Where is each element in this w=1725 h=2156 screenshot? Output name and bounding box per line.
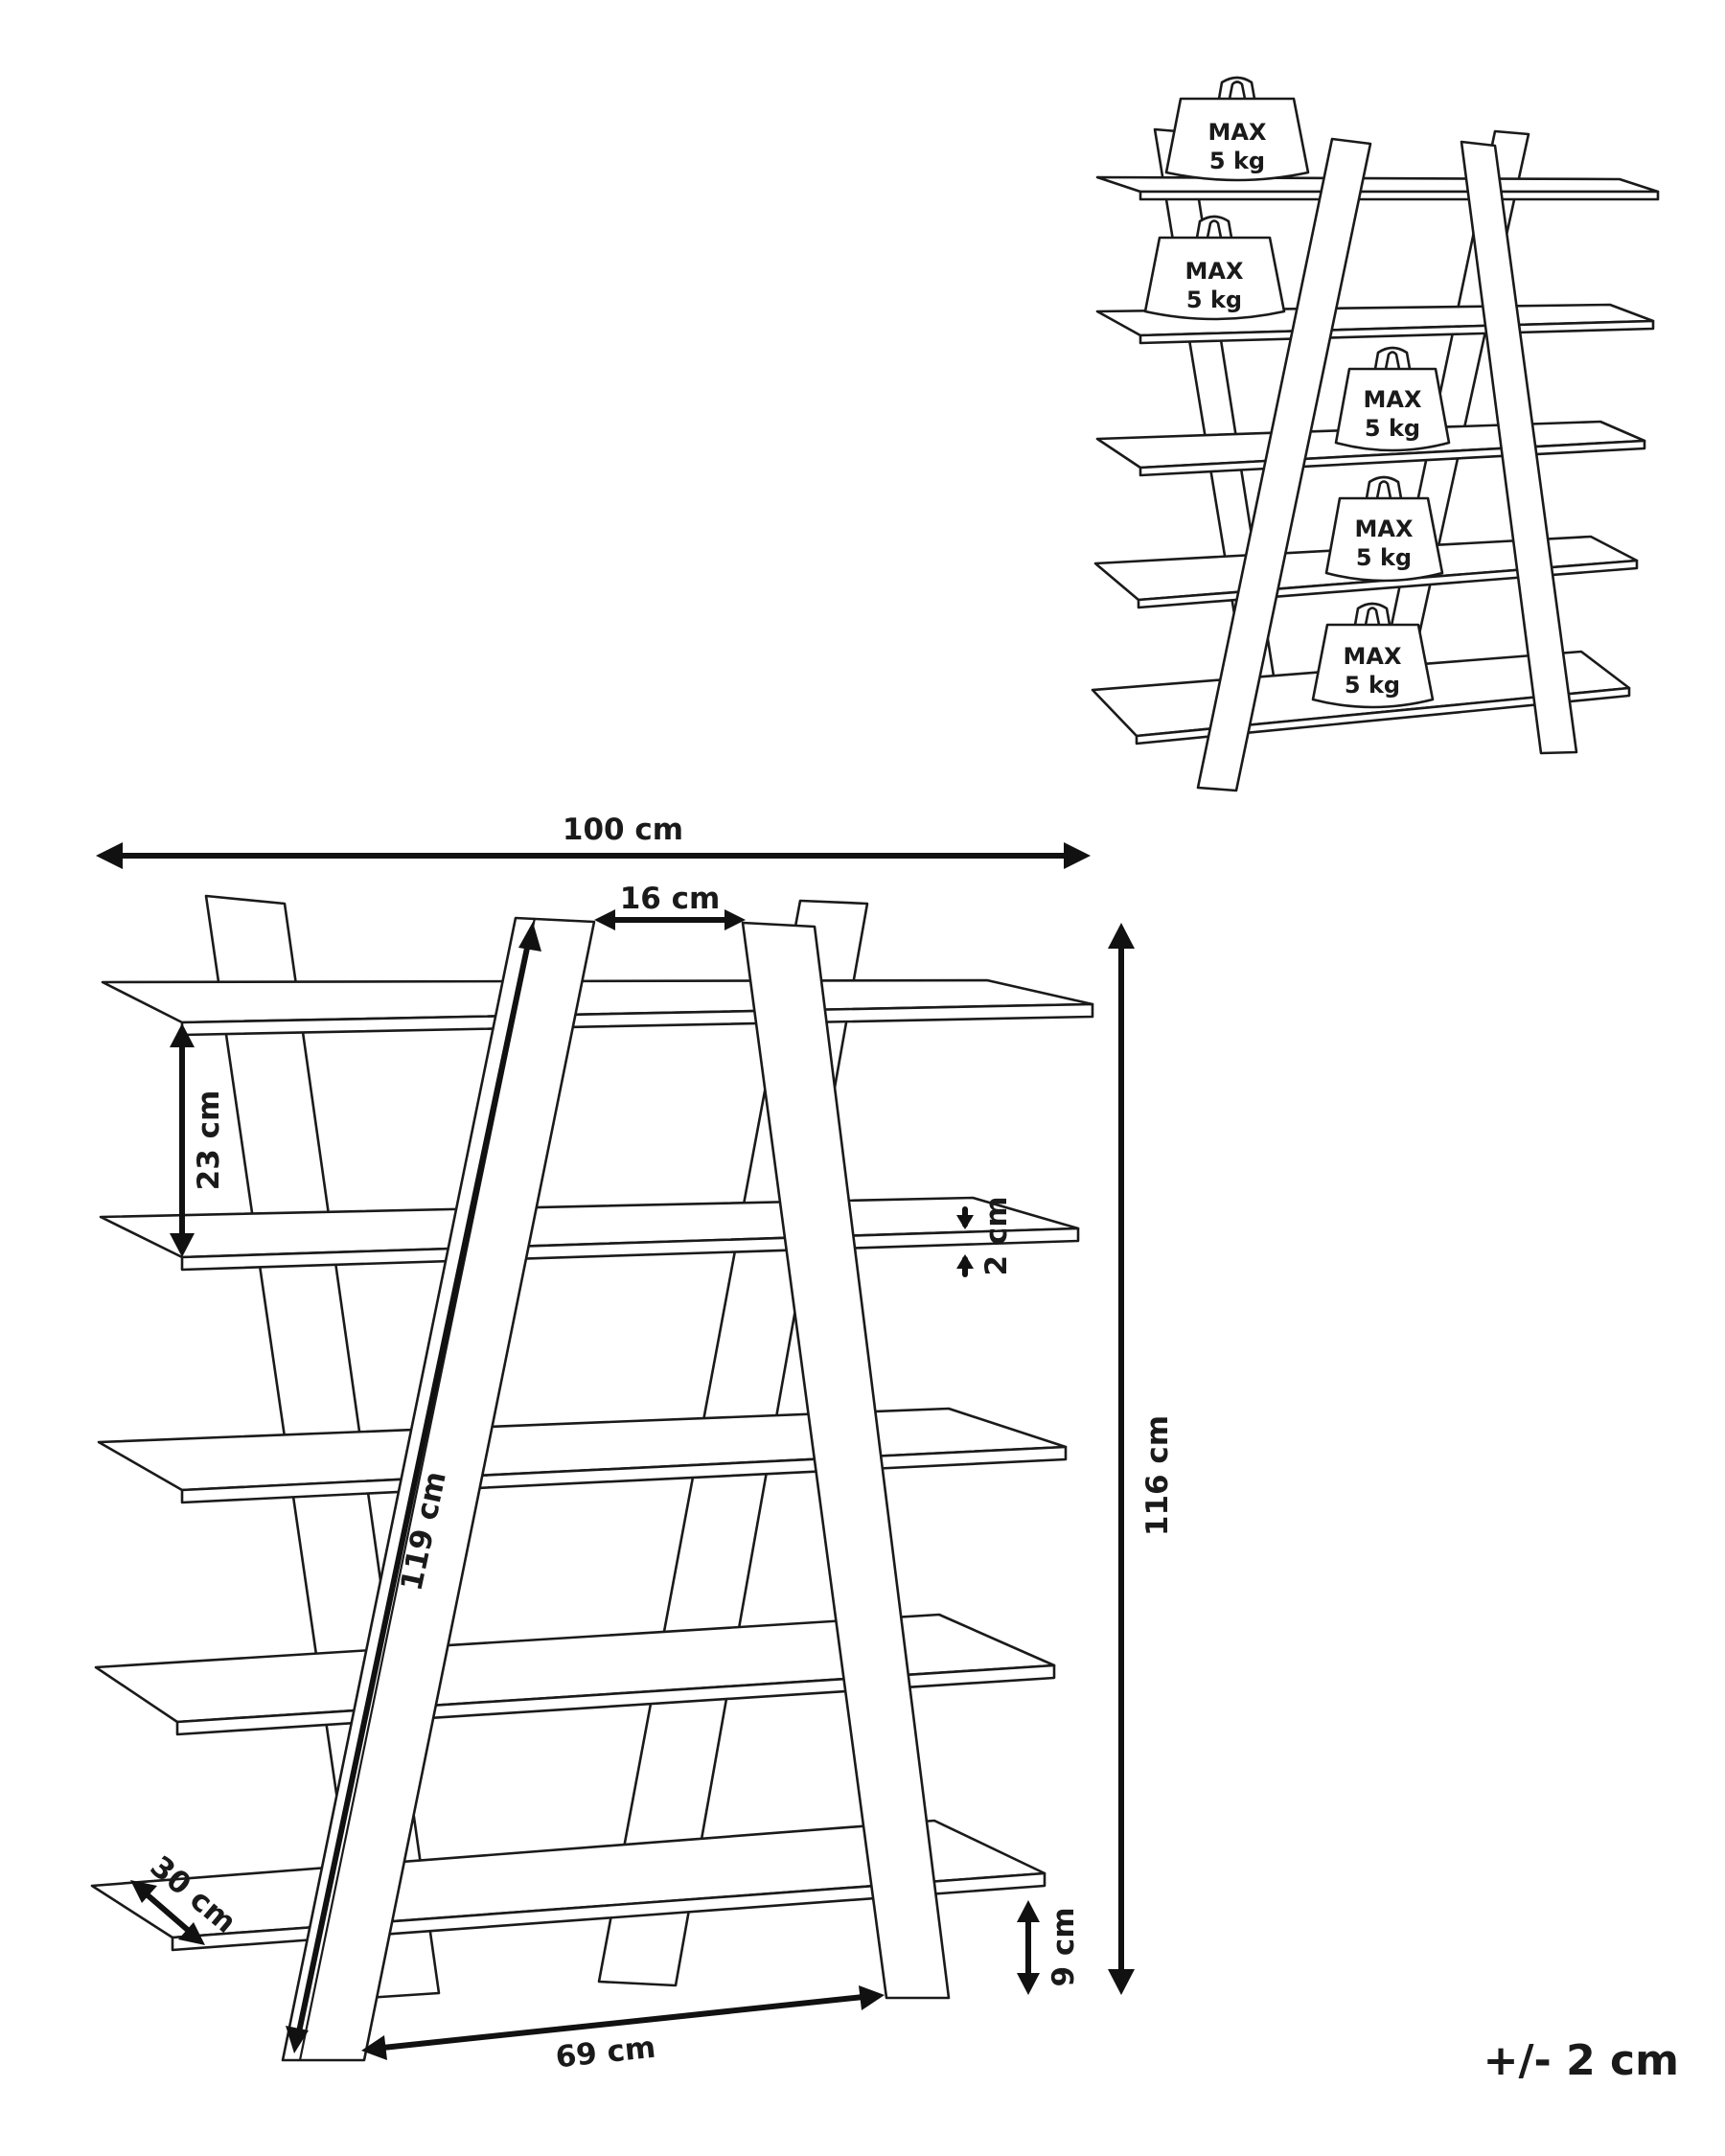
label-top-gap: 16 cm <box>620 882 721 916</box>
arrow-leg-length-119 <box>286 922 541 2053</box>
arrow-thickness-2 <box>956 1206 974 1277</box>
arrow-shelf-spacing-23 <box>170 1023 195 1257</box>
weight-3: MAX 5 kg <box>1334 346 1451 452</box>
load-front-leg-right <box>1460 140 1578 755</box>
weight-4-line2: 5 kg <box>1356 544 1412 571</box>
shelf-1 <box>101 978 1094 1037</box>
main-shelf-drawing: 100 cm 16 cm 116 cm 23 cm 2 cm 119 cm 30… <box>90 813 1175 2076</box>
weight-2: MAX 5 kg <box>1143 215 1286 321</box>
weight-1-line1: MAX <box>1208 119 1267 146</box>
arrow-depth-30 <box>130 1880 205 1945</box>
weight-2-line1: MAX <box>1185 258 1244 285</box>
arrow-height-116 <box>1108 923 1135 1995</box>
weight-2-line2: 5 kg <box>1186 287 1242 313</box>
label-height: 116 cm <box>1140 1415 1175 1536</box>
arrow-clearance-9 <box>1017 1900 1040 1995</box>
label-width: 100 cm <box>563 813 683 847</box>
weight-3-line2: 5 kg <box>1365 415 1420 442</box>
arrow-width-100 <box>96 842 1091 869</box>
tolerance-label: +/- 2 cm <box>1484 2036 1679 2085</box>
weight-5-line1: MAX <box>1344 643 1402 670</box>
shelf-3 <box>97 1407 1068 1504</box>
arrow-base-width-69 <box>361 1985 885 2060</box>
weight-1: MAX 5 kg <box>1164 76 1310 182</box>
weight-4-line1: MAX <box>1355 516 1414 542</box>
weight-5-line2: 5 kg <box>1345 672 1400 699</box>
shelf-2 <box>99 1196 1080 1272</box>
front-leg-left <box>281 916 596 2062</box>
weight-5: MAX 5 kg <box>1311 602 1435 709</box>
front-leg-right <box>741 921 951 2000</box>
weight-3-line1: MAX <box>1364 386 1422 413</box>
label-shelf-spacing: 23 cm <box>192 1090 226 1191</box>
load-shelf-1 <box>1095 175 1660 201</box>
label-base-width: 69 cm <box>554 2030 657 2076</box>
arrow-top-gap-16 <box>594 909 746 930</box>
label-shelf-thickness: 2 cm <box>979 1196 1014 1275</box>
label-clearance: 9 cm <box>1046 1907 1081 1986</box>
weight-4: MAX 5 kg <box>1324 475 1444 583</box>
load-front-leg-left <box>1196 137 1372 792</box>
load-shelf-drawing: MAX 5 kg MAX 5 kg MAX 5 kg MAX 5 kg <box>1091 76 1660 792</box>
weight-1-line2: 5 kg <box>1209 148 1265 174</box>
